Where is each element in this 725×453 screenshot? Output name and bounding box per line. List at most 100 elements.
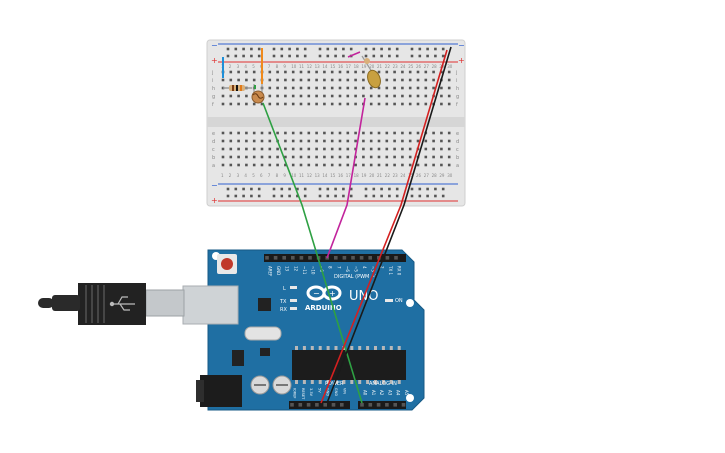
breadboard-hole[interactable] <box>338 155 342 159</box>
digital-pin-socket[interactable] <box>334 256 338 260</box>
breadboard-hole[interactable] <box>346 131 350 135</box>
breadboard-hole[interactable] <box>362 139 365 143</box>
rail-hole[interactable] <box>242 194 245 198</box>
rail-hole[interactable] <box>257 187 261 191</box>
breadboard-hole[interactable] <box>424 102 428 106</box>
rail-hole[interactable] <box>388 194 391 198</box>
rail-hole[interactable] <box>441 54 445 58</box>
breadboard-hole[interactable] <box>362 131 365 135</box>
rail-hole[interactable] <box>364 47 368 51</box>
wire-green-analog[interactable] <box>262 102 363 404</box>
rail-hole[interactable] <box>318 47 322 51</box>
digital-pin-socket[interactable] <box>377 256 381 260</box>
wire-black-gnd[interactable] <box>326 46 452 404</box>
breadboard-hole[interactable] <box>362 86 365 90</box>
breadboard-hole[interactable] <box>408 70 412 74</box>
rail-hole[interactable] <box>364 187 368 191</box>
breadboard-hole[interactable] <box>221 78 225 82</box>
breadboard-hole[interactable] <box>385 78 389 82</box>
breadboard-hole[interactable] <box>401 131 404 135</box>
breadboard-hole[interactable] <box>338 139 342 143</box>
breadboard-hole[interactable] <box>354 131 357 135</box>
breadboard-hole[interactable] <box>416 139 420 143</box>
breadboard-hole[interactable] <box>346 102 350 106</box>
rail-hole[interactable] <box>388 187 391 191</box>
rail-hole[interactable] <box>388 54 391 58</box>
breadboard-hole[interactable] <box>369 86 373 90</box>
breadboard-hole[interactable] <box>315 78 318 82</box>
analog-pin-socket[interactable] <box>393 403 397 407</box>
breadboard-hole[interactable] <box>284 155 287 159</box>
breadboard-hole[interactable] <box>276 102 279 106</box>
breadboard-hole[interactable] <box>369 94 373 98</box>
rail-hole[interactable] <box>380 47 383 51</box>
breadboard-hole[interactable] <box>432 163 435 167</box>
breadboard-hole[interactable] <box>416 70 420 74</box>
breadboard-hole[interactable] <box>291 94 295 98</box>
breadboard-hole[interactable] <box>291 86 295 90</box>
breadboard-hole[interactable] <box>229 155 233 159</box>
breadboard-hole[interactable] <box>424 155 428 159</box>
breadboard-hole[interactable] <box>237 70 240 74</box>
rail-hole[interactable] <box>426 194 429 198</box>
breadboard-hole[interactable] <box>323 155 326 159</box>
breadboard-hole[interactable] <box>393 86 396 90</box>
breadboard-hole[interactable] <box>424 139 428 143</box>
breadboard-hole[interactable] <box>323 102 326 106</box>
breadboard-hole[interactable] <box>221 163 225 167</box>
breadboard-hole[interactable] <box>393 102 396 106</box>
rail-hole[interactable] <box>441 194 445 198</box>
breadboard-hole[interactable] <box>432 147 435 151</box>
rail-hole[interactable] <box>226 187 230 191</box>
breadboard-hole[interactable] <box>416 102 420 106</box>
breadboard-hole[interactable] <box>432 78 435 82</box>
breadboard-hole[interactable] <box>299 147 303 151</box>
rail-hole[interactable] <box>303 47 307 51</box>
breadboard-hole[interactable] <box>307 102 311 106</box>
rail-hole[interactable] <box>318 54 322 58</box>
power-header[interactable] <box>289 401 350 409</box>
breadboard-hole[interactable] <box>408 139 412 143</box>
breadboard-hole[interactable] <box>221 102 225 106</box>
breadboard-hole[interactable] <box>315 155 318 159</box>
breadboard-hole[interactable] <box>447 163 451 167</box>
rail-hole[interactable] <box>342 187 345 191</box>
rail-hole[interactable] <box>342 47 345 51</box>
breadboard-hole[interactable] <box>330 70 334 74</box>
breadboard-hole[interactable] <box>252 147 256 151</box>
breadboard-hole[interactable] <box>416 78 420 82</box>
breadboard-hole[interactable] <box>416 163 420 167</box>
breadboard-hole[interactable] <box>245 94 248 98</box>
breadboard-hole[interactable] <box>307 155 311 159</box>
reset-button[interactable] <box>221 258 233 270</box>
breadboard-hole[interactable] <box>369 139 373 143</box>
breadboard-hole[interactable] <box>323 94 326 98</box>
breadboard-hole[interactable] <box>299 155 303 159</box>
breadboard-hole[interactable] <box>440 155 443 159</box>
rail-hole[interactable] <box>410 54 414 58</box>
breadboard-hole[interactable] <box>346 86 350 90</box>
breadboard-hole[interactable] <box>354 163 357 167</box>
rail-hole[interactable] <box>234 194 238 198</box>
breadboard-hole[interactable] <box>299 131 303 135</box>
rail-hole[interactable] <box>395 194 399 198</box>
breadboard-hole[interactable] <box>401 139 404 143</box>
piezo-buzzer[interactable] <box>347 51 383 90</box>
breadboard-hole[interactable] <box>369 131 373 135</box>
rail-hole[interactable] <box>372 194 376 198</box>
rail-hole[interactable] <box>318 187 322 191</box>
breadboard-hole[interactable] <box>276 86 279 90</box>
breadboard-hole[interactable] <box>237 147 240 151</box>
breadboard-hole[interactable] <box>338 70 342 74</box>
rail-hole[interactable] <box>257 47 261 51</box>
breadboard-hole[interactable] <box>315 131 318 135</box>
wire-magenta-digital[interactable] <box>326 97 366 259</box>
rail-hole[interactable] <box>280 194 284 198</box>
breadboard-hole[interactable] <box>252 70 256 74</box>
breadboard-hole[interactable] <box>315 86 318 90</box>
rail-hole[interactable] <box>334 194 337 198</box>
breadboard-hole[interactable] <box>284 147 287 151</box>
breadboard-hole[interactable] <box>424 163 428 167</box>
breadboard-hole[interactable] <box>307 86 311 90</box>
